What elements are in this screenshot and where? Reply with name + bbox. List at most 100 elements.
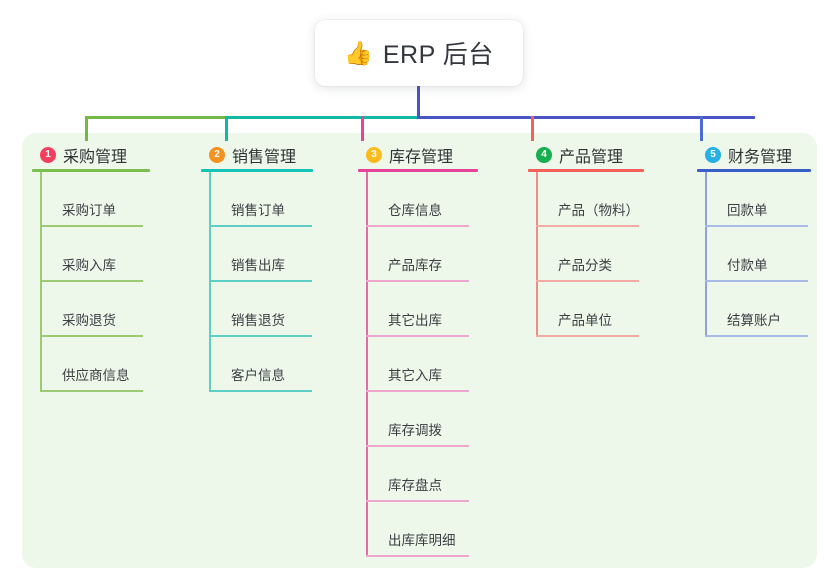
leaf-item-rule xyxy=(536,280,639,282)
column-number-badge: 4 xyxy=(536,147,552,163)
leaf-item-rule xyxy=(40,225,143,227)
leaf-item-label: 其它入库 xyxy=(388,367,442,383)
trunk-teal xyxy=(225,116,417,119)
leaf-item-rule xyxy=(366,225,469,227)
column-header-purchase[interactable]: 1 采购管理 xyxy=(32,141,150,169)
column-number-badge: 3 xyxy=(366,147,382,163)
leaf-item-label: 采购退货 xyxy=(62,312,116,328)
leaf-item-rule xyxy=(366,445,469,447)
leaf-item-label: 采购订单 xyxy=(62,202,116,218)
column-header-sales[interactable]: 2 销售管理 xyxy=(201,141,313,169)
column-header-rule xyxy=(32,169,150,172)
diagram-panel xyxy=(22,133,817,568)
column-header-rule xyxy=(201,169,313,172)
column-finance: 5 财务管理回款单付款单结算账户 xyxy=(697,141,811,337)
leaf-item[interactable]: 付款单 xyxy=(697,227,811,282)
column-header-rule xyxy=(528,169,644,172)
leaf-item-label: 产品库存 xyxy=(388,257,442,273)
leaf-item[interactable]: 销售出库 xyxy=(201,227,313,282)
leaf-item[interactable]: 供应商信息 xyxy=(32,337,150,392)
leaf-item-rule xyxy=(366,390,469,392)
leaf-item-rule xyxy=(536,335,639,337)
leaf-item[interactable]: 采购入库 xyxy=(32,227,150,282)
column-number-badge: 2 xyxy=(209,147,225,163)
leaf-item-label: 库存调拨 xyxy=(388,422,442,438)
column-items-finance: 回款单付款单结算账户 xyxy=(697,172,811,337)
leaf-item[interactable]: 出库库明细 xyxy=(358,502,478,557)
column-header-inventory[interactable]: 3 库存管理 xyxy=(358,141,478,169)
leaf-item-rule xyxy=(705,225,808,227)
column-sales: 2 销售管理销售订单销售出库销售退货客户信息 xyxy=(201,141,313,392)
leaf-item-rule xyxy=(705,335,808,337)
column-title: 财务管理 xyxy=(728,149,793,166)
leaf-item[interactable]: 销售退货 xyxy=(201,282,313,337)
leaf-item[interactable]: 仓库信息 xyxy=(358,172,478,227)
column-title: 库存管理 xyxy=(389,149,454,166)
leaf-item-rule xyxy=(40,335,143,337)
leaf-item-rule xyxy=(209,390,312,392)
leaf-item[interactable]: 销售订单 xyxy=(201,172,313,227)
root-stem-connector xyxy=(417,86,420,118)
leaf-item-rule xyxy=(536,225,639,227)
leaf-item-label: 库存盘点 xyxy=(388,477,442,493)
leaf-item[interactable]: 其它出库 xyxy=(358,282,478,337)
leaf-item-rule xyxy=(209,335,312,337)
column-title: 采购管理 xyxy=(63,149,128,166)
leaf-item-label: 产品（物料） xyxy=(558,202,639,218)
leaf-item-label: 采购入库 xyxy=(62,257,116,273)
leaf-item[interactable]: 回款单 xyxy=(697,172,811,227)
leaf-item-label: 出库库明细 xyxy=(388,532,456,548)
leaf-item[interactable]: 库存盘点 xyxy=(358,447,478,502)
root-node-card[interactable]: 👍 ERP 后台 xyxy=(315,20,523,86)
column-purchase: 1 采购管理采购订单采购入库采购退货供应商信息 xyxy=(32,141,150,392)
leaf-item[interactable]: 产品（物料） xyxy=(528,172,644,227)
drop-col-1 xyxy=(85,116,88,141)
column-header-rule xyxy=(697,169,811,172)
leaf-item[interactable]: 采购订单 xyxy=(32,172,150,227)
leaf-item-label: 销售退货 xyxy=(231,312,285,328)
column-items-inventory: 仓库信息产品库存其它出库其它入库库存调拨库存盘点出库库明细 xyxy=(358,172,478,557)
leaf-item-rule xyxy=(40,280,143,282)
leaf-item-rule xyxy=(366,555,469,557)
leaf-item-rule xyxy=(209,280,312,282)
column-header-finance[interactable]: 5 财务管理 xyxy=(697,141,811,169)
leaf-item-rule xyxy=(366,335,469,337)
drop-col-3 xyxy=(361,116,364,141)
column-items-sales: 销售订单销售出库销售退货客户信息 xyxy=(201,172,313,392)
leaf-item[interactable]: 客户信息 xyxy=(201,337,313,392)
drop-col-5 xyxy=(700,116,703,141)
column-number-badge: 5 xyxy=(705,147,721,163)
column-spine xyxy=(366,172,368,557)
column-spine xyxy=(705,172,707,337)
column-spine xyxy=(536,172,538,337)
column-spine xyxy=(209,172,211,392)
root-node-title: ERP 后台 xyxy=(382,41,494,69)
thumbs-up-icon: 👍 xyxy=(344,39,373,66)
leaf-item-label: 供应商信息 xyxy=(62,367,130,383)
leaf-item-rule xyxy=(705,280,808,282)
leaf-item[interactable]: 其它入库 xyxy=(358,337,478,392)
column-spine xyxy=(40,172,42,392)
trunk-blue xyxy=(417,116,755,119)
drop-col-4 xyxy=(531,116,534,141)
leaf-item-rule xyxy=(366,500,469,502)
leaf-item-label: 客户信息 xyxy=(231,367,285,383)
column-items-purchase: 采购订单采购入库采购退货供应商信息 xyxy=(32,172,150,392)
leaf-item-label: 其它出库 xyxy=(388,312,442,328)
leaf-item[interactable]: 结算账户 xyxy=(697,282,811,337)
leaf-item-label: 仓库信息 xyxy=(388,202,442,218)
leaf-item[interactable]: 产品单位 xyxy=(528,282,644,337)
leaf-item-label: 产品单位 xyxy=(558,312,612,328)
column-number-badge: 1 xyxy=(40,147,56,163)
drop-col-2 xyxy=(225,116,228,141)
leaf-item[interactable]: 采购退货 xyxy=(32,282,150,337)
leaf-item-rule xyxy=(40,390,143,392)
leaf-item-label: 结算账户 xyxy=(727,312,781,328)
leaf-item[interactable]: 库存调拨 xyxy=(358,392,478,447)
leaf-item[interactable]: 产品分类 xyxy=(528,227,644,282)
column-title: 销售管理 xyxy=(232,149,297,166)
leaf-item-label: 付款单 xyxy=(727,257,768,273)
leaf-item[interactable]: 产品库存 xyxy=(358,227,478,282)
